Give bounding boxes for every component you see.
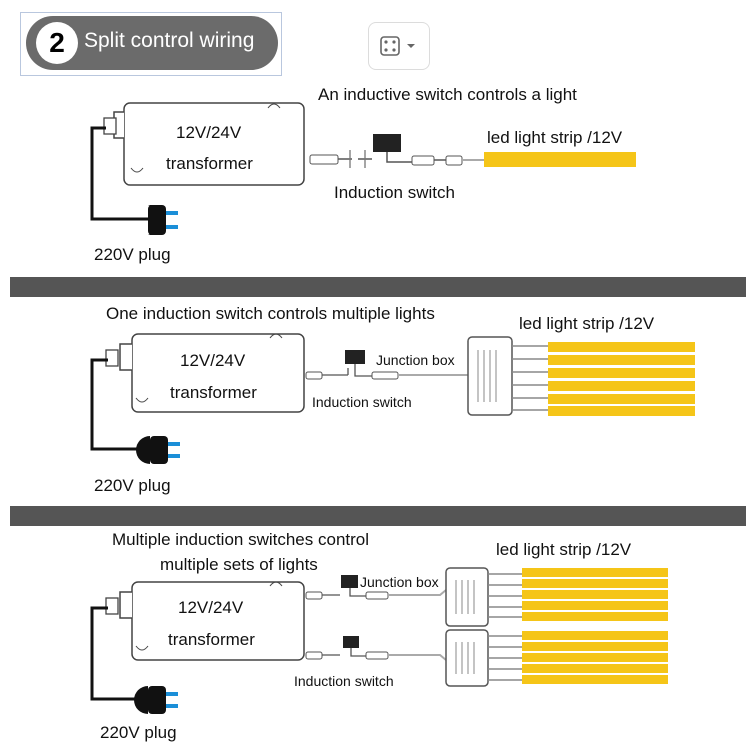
section-divider — [10, 277, 746, 297]
image-options-widget[interactable] — [368, 22, 430, 70]
transformer-voltage: 12V/24V — [178, 598, 244, 617]
induction-switch-label: Induction switch — [312, 394, 412, 410]
induction-switch-label: Induction switch — [294, 673, 394, 689]
junction-box-label: Junction box — [376, 352, 455, 368]
transformer-label: transformer — [170, 383, 257, 402]
induction-switch-icon — [343, 636, 359, 648]
panel-3-heading-line2: multiple sets of lights — [160, 555, 318, 574]
panel-1-heading: An inductive switch controls a light — [318, 85, 577, 104]
led-strip-label: led light strip /12V — [519, 314, 655, 333]
panel-3-heading-line1: Multiple induction switches control — [112, 530, 370, 549]
transformer-box — [131, 581, 305, 661]
plug-label: 220V plug — [94, 476, 171, 495]
plug-icon — [150, 436, 168, 464]
transformer-label: transformer — [168, 630, 255, 649]
induction-switch-icon — [341, 575, 358, 588]
header-selection-frame — [20, 12, 282, 76]
plug-label: 220V plug — [100, 723, 177, 742]
induction-switch-icon — [345, 350, 365, 364]
junction-box — [445, 567, 489, 627]
panel-2-heading: One induction switch controls multiple l… — [106, 304, 435, 323]
led-strip — [484, 152, 636, 167]
transformer-box — [123, 102, 305, 186]
power-cord — [90, 606, 150, 701]
header-title: Split control wiring — [84, 29, 255, 52]
led-strips — [522, 568, 668, 621]
led-strip-label: led light strip /12V — [487, 128, 623, 147]
led-strips — [548, 342, 695, 416]
transformer-voltage: 12V/24V — [176, 123, 242, 142]
plug-icon — [148, 686, 166, 714]
plug-icon — [148, 205, 166, 235]
transformer-label: transformer — [166, 154, 253, 173]
step-number-badge: 2 — [36, 22, 78, 64]
transformer-voltage: 12V/24V — [180, 351, 246, 370]
induction-switch-icon — [373, 134, 401, 152]
led-strip-label: led light strip /12V — [496, 540, 632, 559]
power-cord — [90, 126, 150, 221]
section-divider — [10, 506, 746, 526]
led-strips — [522, 631, 668, 684]
image-options-dropdown-icon — [380, 36, 415, 56]
power-cord — [90, 358, 152, 451]
junction-box-label: Junction box — [360, 574, 439, 590]
plug-label: 220V plug — [94, 245, 171, 264]
induction-switch-label: Induction switch — [334, 183, 455, 202]
transformer-box — [131, 333, 305, 413]
junction-box — [445, 629, 489, 687]
